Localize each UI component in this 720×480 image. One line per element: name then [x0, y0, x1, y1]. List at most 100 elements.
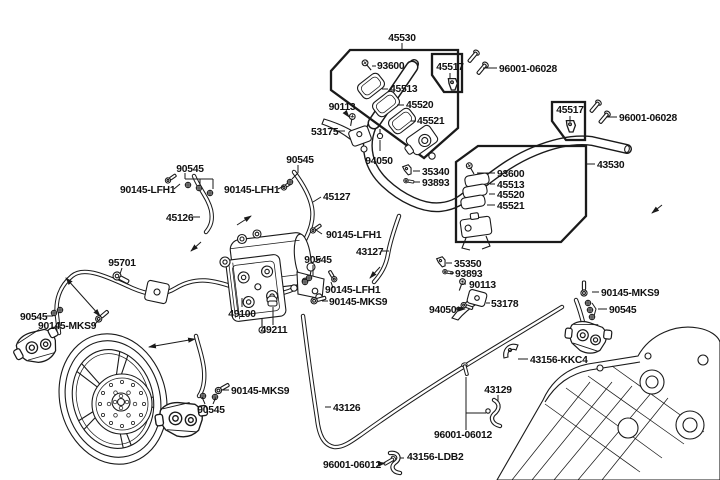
washer-90545	[199, 392, 207, 400]
washer-90545	[286, 178, 294, 186]
label-43156-kkc4: 43156-KKC4	[530, 355, 588, 366]
label-93600-rear: 93600	[497, 169, 525, 180]
label-45126: 45126	[166, 213, 194, 224]
label-90145-lfh1-1: 90145-LFH1	[120, 185, 176, 196]
bolt-96001-06012	[485, 408, 491, 414]
label-43156-ldb2: 43156-LDB2	[407, 452, 464, 463]
swingarm	[496, 326, 720, 480]
routing-arrows	[65, 109, 663, 467]
washer-90545	[301, 278, 309, 286]
screw-90113-front	[347, 112, 357, 127]
clamps	[387, 343, 519, 476]
label-45521-rear: 45521	[497, 201, 525, 212]
pin-93893	[441, 268, 454, 276]
label-35340: 35340	[422, 167, 450, 178]
bolt-90145-lfh1	[326, 269, 339, 284]
label-45520-front: 45520	[406, 100, 434, 111]
label-45513-rear: 45513	[497, 180, 525, 191]
hose-43126	[300, 304, 565, 450]
label-90545-5: 90545	[609, 305, 637, 316]
screw-93600-front	[360, 58, 374, 73]
clip-45517-right	[565, 119, 577, 133]
label-90145-lfh1-3: 90145-LFH1	[326, 230, 382, 241]
label-45127: 45127	[323, 192, 351, 203]
label-45513-front: 45513	[390, 84, 418, 95]
label-96001-06028-right: 96001-06028	[619, 113, 677, 124]
label-90545-4: 90545	[20, 312, 48, 323]
clip-45517-left	[447, 77, 459, 91]
label-45517-right: 45517	[556, 105, 584, 116]
label-93600-front: 93600	[377, 61, 405, 72]
label-93893-mid: 93893	[455, 269, 483, 280]
label-35350: 35350	[454, 259, 482, 270]
label-96001-06012-1: 96001-06012	[434, 430, 492, 441]
brake-lever-53175	[321, 112, 372, 153]
label-90145-mks9-4: 90145-MKS9	[231, 386, 290, 397]
bolt-90145-mks9	[213, 381, 231, 396]
label-90145-lfh1-2: 90145-LFH1	[224, 185, 280, 196]
washer-90545	[50, 309, 58, 317]
brake-disc	[91, 373, 153, 435]
label-90545-3: 90545	[304, 255, 332, 266]
bolt-95701	[112, 271, 130, 284]
clamp-43156-kkc4	[503, 343, 519, 359]
label-45521-front: 45521	[417, 116, 445, 127]
box-45517-left	[430, 52, 464, 94]
box-43530	[454, 144, 588, 244]
label-43129: 43129	[484, 385, 512, 396]
label-96001-06028-top: 96001-06028	[499, 64, 557, 75]
label-53175: 53175	[311, 127, 339, 138]
box-45530	[329, 48, 460, 160]
washer-90545	[56, 306, 64, 314]
label-45520-rear: 45520	[497, 190, 525, 201]
label-90145-mks9-2: 90145-MKS9	[329, 297, 388, 308]
master-cylinder-rear	[459, 212, 493, 251]
label-96001-06012-2: 96001-06012	[323, 460, 381, 471]
rear-brake-caliper	[562, 319, 614, 356]
label-90113-rear: 90113	[469, 280, 496, 291]
clip-35350	[436, 255, 448, 269]
master-cylinder-front	[404, 124, 439, 160]
grommet-49211	[266, 295, 278, 307]
bolt-96001-06028	[465, 48, 481, 65]
bolt-96001-06028	[587, 98, 603, 115]
label-49211: 49211	[261, 325, 288, 336]
label-43126: 43126	[333, 403, 361, 414]
fasteners	[50, 48, 612, 468]
washer-90545	[584, 299, 592, 307]
label-90545-2: 90545	[286, 155, 314, 166]
label-90145-mks9-1: 90145-MKS9	[38, 321, 97, 332]
washer-90545	[195, 184, 203, 192]
enclosure-boxes	[329, 48, 588, 244]
label-49100: 49100	[228, 309, 256, 320]
gasket-stack-front	[356, 58, 417, 135]
pin-93893	[402, 177, 415, 185]
label-90545-6: 90545	[197, 405, 225, 416]
leader-lines	[46, 43, 617, 459]
label-43127: 43127	[356, 247, 384, 258]
washer-90545	[586, 306, 594, 314]
bolt-90145-mks9	[93, 308, 111, 324]
label-90113-front: 90113	[329, 102, 356, 113]
bolt-90145-lfh1	[163, 172, 178, 185]
screw-93600-rear	[464, 161, 478, 176]
label-53178: 53178	[491, 299, 519, 310]
label-90145-mks9-3: 90145-MKS9	[601, 288, 660, 299]
part-labels: 45530 93600 45513 45520 45521 45517 9600…	[20, 33, 678, 471]
label-90545-1: 90545	[176, 164, 204, 175]
bolt-90145-mks9	[580, 280, 588, 297]
front-wheel	[58, 333, 168, 465]
bolt-94050-front	[376, 129, 384, 140]
label-45517-left: 45517	[436, 62, 464, 73]
washer-90545	[184, 181, 192, 189]
clamp-43129	[489, 397, 503, 429]
hose-guide-plate	[144, 279, 170, 305]
clip-35340	[402, 163, 414, 177]
clamp-43156-ldb2	[387, 450, 403, 476]
label-93893-top: 93893	[422, 178, 450, 189]
label-45530: 45530	[388, 33, 416, 44]
label-94050-front: 94050	[365, 156, 393, 167]
label-94050-rear: 94050	[429, 305, 457, 316]
